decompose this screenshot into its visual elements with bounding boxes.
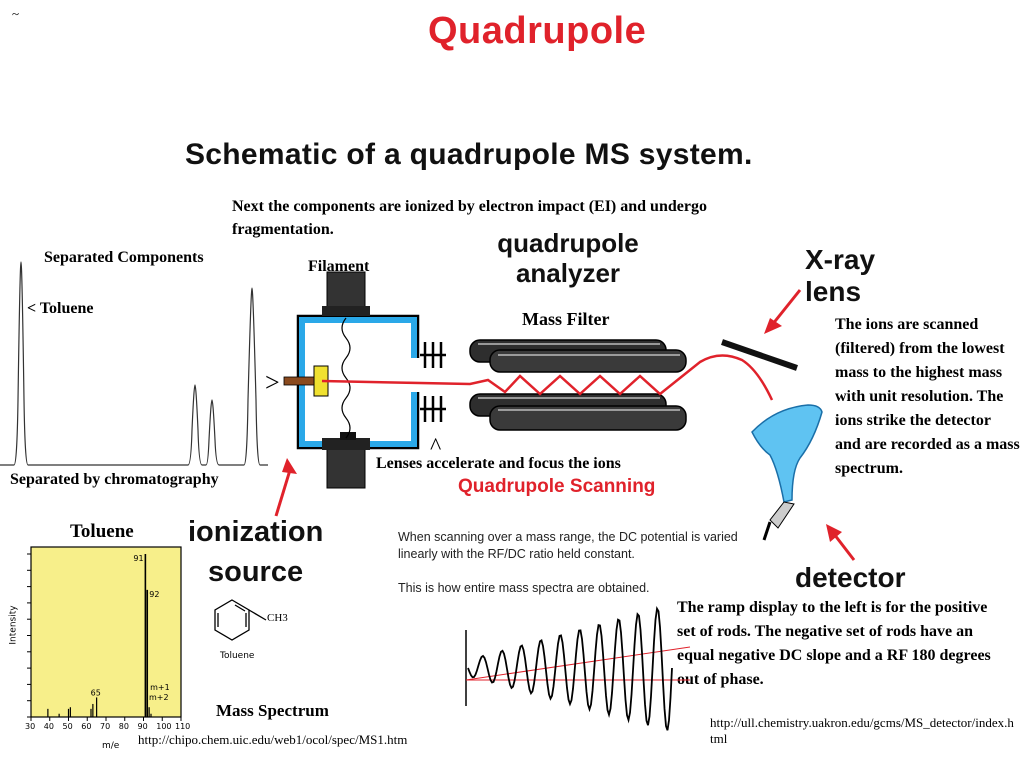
- spectrum-peak-label-92: 92: [149, 590, 159, 599]
- ion-source-housing: [283, 271, 424, 489]
- spectrum-peak-label-m+1: m+1: [150, 683, 170, 692]
- schematic-heading: Schematic of a quadrupole MS system.: [185, 138, 753, 171]
- caret-arrow: ^: [430, 434, 442, 460]
- ramp-text: The ramp display to the left is for the …: [677, 599, 991, 688]
- spectrum-xlabel: m/e: [102, 741, 120, 751]
- tilde-mark: ~: [12, 6, 20, 21]
- ionization-caption: Next the components are ionized by elect…: [232, 198, 707, 238]
- spectrum-xtick-label-110: 110: [175, 722, 190, 731]
- scan-note-2: This is how entire mass spectra are obta…: [398, 581, 650, 595]
- spectrum-xtick-label-80: 80: [119, 722, 129, 731]
- ions-scanned-text: The ions are scanned (filtered) from the…: [835, 316, 1020, 477]
- url-detector[interactable]: http://ull.chemistry.uakron.edu/gcms/MS_…: [710, 715, 1014, 746]
- spectrum-xtick-label-50: 50: [63, 722, 73, 731]
- quadrupole-analyzer-label: quadrupole analyzer: [488, 228, 648, 288]
- toluene-marker: < Toluene: [27, 300, 94, 317]
- ionization-source-line1: ionization: [188, 516, 324, 548]
- spectrum-ylabel: Intensity: [8, 605, 19, 645]
- lenses-label: Lenses accelerate and focus the ions: [376, 455, 621, 472]
- spectrum-xtick-label-60: 60: [81, 722, 91, 731]
- quadrupole-rods: [469, 339, 687, 431]
- detector-label: detector: [795, 562, 906, 593]
- page-title: Quadrupole: [428, 10, 647, 52]
- spectrum-xtick-label-100: 100: [156, 722, 171, 731]
- gt-arrow: >: [265, 368, 280, 397]
- spectrum-peak-label-m+2: m+2: [149, 693, 169, 702]
- ramp-waveform: [465, 605, 691, 731]
- scan-note-1: When scanning over a mass range, the DC …: [398, 530, 738, 561]
- separated-components-label: Separated Components: [44, 249, 204, 266]
- ion-beam: [321, 354, 774, 401]
- mass-filter-label: Mass Filter: [522, 309, 610, 329]
- separated-by-label: Separated by chromatography: [10, 471, 219, 488]
- spectrum-xtick-label-70: 70: [100, 722, 110, 731]
- annotation-arrows: [274, 289, 856, 561]
- spectrum-xtick-label-90: 90: [138, 722, 148, 731]
- ionization-source-label: ionization source: [188, 512, 323, 592]
- structure-ch3-label: CH3: [267, 612, 288, 624]
- xray-lens-line2: lens: [805, 276, 862, 307]
- xray-lens-bar: [721, 339, 798, 371]
- mass-spectrum-label: Mass Spectrum: [216, 701, 329, 720]
- url-spectrum[interactable]: http://chipo.chem.uic.edu/web1/ocol/spec…: [138, 732, 408, 747]
- spectrum-xtick-label-40: 40: [44, 722, 54, 731]
- chromatogram: [0, 261, 268, 466]
- ionization-source-line2: source: [208, 556, 304, 588]
- xray-lens-label: X-ray lens: [805, 244, 875, 308]
- spectrum-plot-area: [30, 546, 182, 718]
- xray-lens-line1: X-ray: [805, 244, 876, 275]
- lens-plates: [420, 342, 446, 422]
- filament-label: Filament: [308, 258, 370, 275]
- structure-name-label: Toluene: [220, 651, 255, 661]
- mass-spectrum-chart: 91 92 65 m+1m+2 30 40 50 60 70 80 90 100 110: [25, 546, 190, 731]
- toluene-spectrum-title: Toluene: [70, 521, 134, 542]
- spectrum-peak-label-65: 65: [91, 688, 101, 697]
- detector-funnel: [751, 404, 823, 541]
- spectrum-peak-label-91: 91: [133, 554, 143, 563]
- quadrupole-analyzer-line2: analyzer: [515, 258, 621, 288]
- quadrupole-analyzer-line1: quadrupole: [497, 228, 639, 258]
- toluene-structure: [214, 599, 267, 641]
- quadrupole-scanning-title: Quadrupole Scanning: [458, 476, 656, 497]
- spectrum-xtick-label-30: 30: [25, 722, 35, 731]
